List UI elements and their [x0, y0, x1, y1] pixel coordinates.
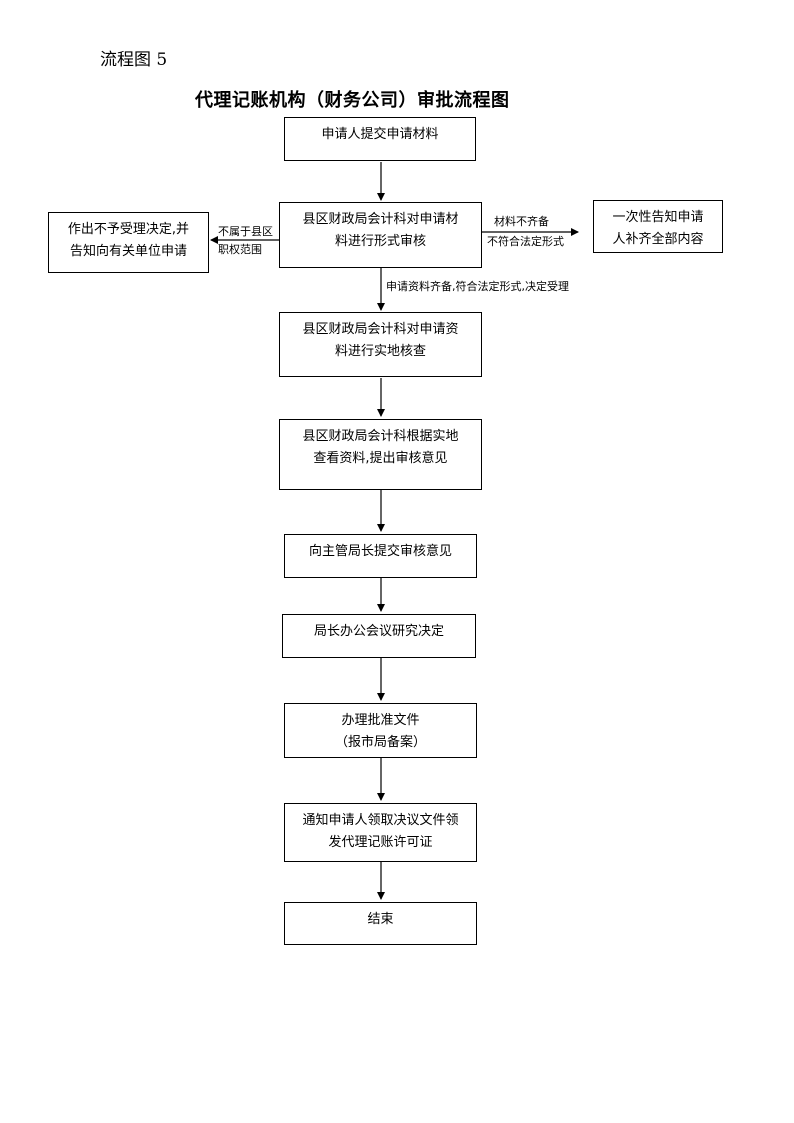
label-incomplete-1: 材料不齐备 — [494, 215, 549, 228]
node-site-check: 县区财政局会计科对申请资 料进行实地核查 — [279, 312, 482, 377]
node-notify-license-line-2: 发代理记账许可证 — [328, 835, 433, 850]
node-formal-review-line-1: 县区财政局会计科对申请材 — [302, 212, 459, 227]
node-approve-doc-line-1: 办理批准文件 — [341, 713, 420, 728]
label-incomplete-2: 不符合法定形式 — [487, 235, 564, 248]
label-accepted: 申请资料齐备,符合法定形式,决定受理 — [386, 280, 569, 293]
node-reject-line-1: 作出不予受理决定,并 — [67, 222, 190, 237]
node-notify-license: 通知申请人领取决议文件领 发代理记账许可证 — [284, 803, 477, 862]
node-opinion-line-1: 县区财政局会计科根据实地 — [302, 429, 459, 444]
label-not-in-scope-2: 职权范围 — [218, 243, 262, 256]
node-approve-doc: 办理批准文件 （报市局备案） — [284, 703, 477, 758]
node-meeting-line-1: 局长办公会议研究决定 — [313, 624, 444, 639]
node-site-check-line-1: 县区财政局会计科对申请资 — [302, 322, 459, 337]
node-notify-supplement: 一次性告知申请 人补齐全部内容 — [593, 200, 723, 253]
label-not-in-scope-1: 不属于县区 — [218, 225, 273, 238]
node-submit: 申请人提交申请材料 — [284, 117, 476, 161]
node-opinion-line-2: 查看资料,提出审核意见 — [313, 451, 448, 466]
node-notify-supplement-line-1: 一次性告知申请 — [612, 210, 704, 225]
node-approve-doc-line-2: （报市局备案） — [334, 735, 426, 750]
figure-caption: 流程图 5 — [100, 50, 168, 70]
node-opinion: 县区财政局会计科根据实地 查看资料,提出审核意见 — [279, 419, 482, 490]
node-notify-license-line-1: 通知申请人领取决议文件领 — [302, 813, 459, 828]
node-reject-line-2: 告知向有关单位申请 — [69, 244, 187, 259]
chart-title: 代理记账机构（财务公司）审批流程图 — [195, 90, 510, 111]
node-submit-opinion: 向主管局长提交审核意见 — [284, 534, 477, 578]
node-formal-review: 县区财政局会计科对申请材 料进行形式审核 — [279, 202, 482, 268]
node-submit-opinion-line-1: 向主管局长提交审核意见 — [308, 544, 452, 559]
node-end: 结束 — [284, 902, 477, 945]
node-submit-line-1: 申请人提交申请材料 — [321, 127, 439, 142]
node-end-line-1: 结束 — [367, 912, 394, 927]
node-formal-review-line-2: 料进行形式审核 — [334, 234, 426, 249]
node-meeting: 局长办公会议研究决定 — [282, 614, 476, 658]
node-reject: 作出不予受理决定,并 告知向有关单位申请 — [48, 212, 209, 273]
node-site-check-line-2: 料进行实地核查 — [334, 344, 426, 359]
node-notify-supplement-line-2: 人补齐全部内容 — [612, 232, 704, 247]
